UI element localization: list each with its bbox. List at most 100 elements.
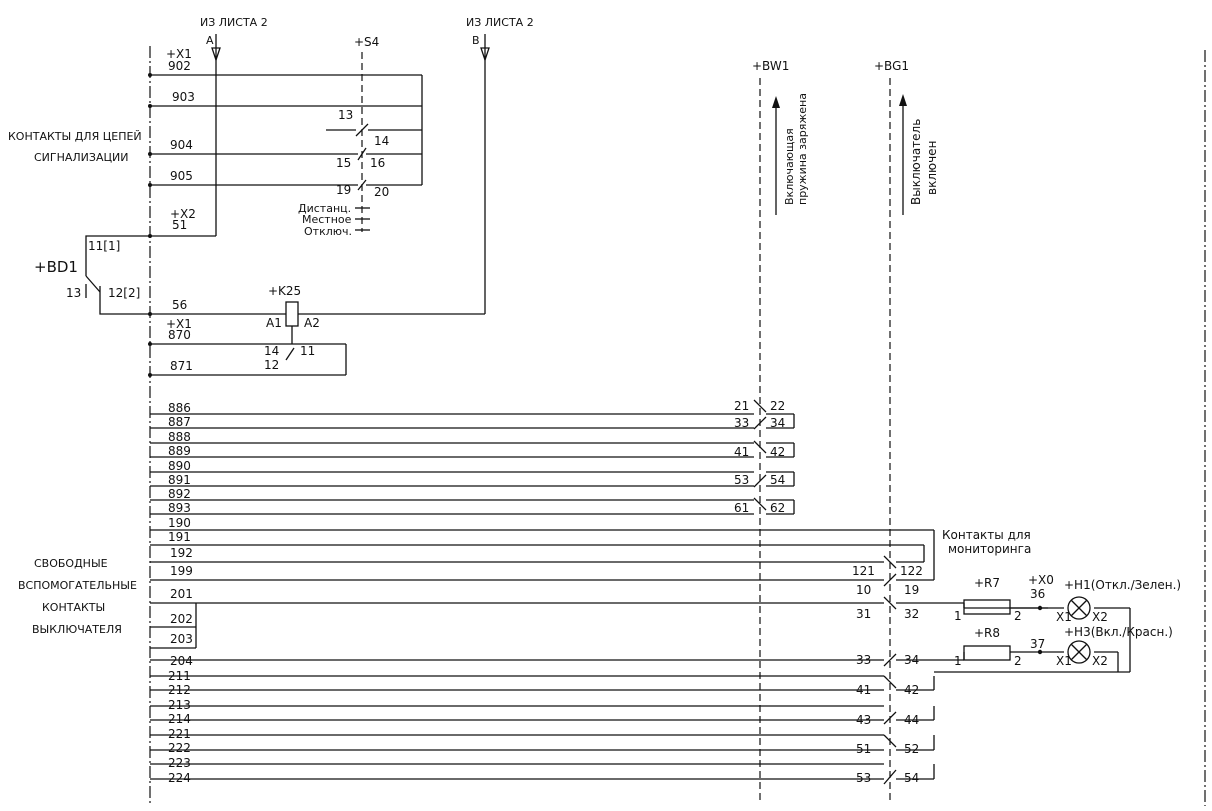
r8-pin-2: 2	[1014, 654, 1022, 668]
bd1-pin-12: 12[2]	[108, 286, 140, 300]
bw1-label: +BW1	[752, 59, 789, 73]
wire-888: 888	[168, 430, 191, 444]
bw1-wiring	[150, 399, 795, 515]
wire-202: 202	[170, 612, 193, 626]
bg1-contact-42: 42	[904, 683, 919, 697]
bg1-contact-51: 51	[856, 742, 871, 756]
wire-893: 893	[168, 501, 191, 515]
wire-890: 890	[168, 459, 191, 473]
s4-contact-19: 19	[336, 183, 351, 197]
bw1-contact-34: 34	[770, 416, 785, 430]
wire-212: 212	[168, 683, 191, 697]
bw1-state-line-1: Включающая	[783, 128, 796, 205]
bw1-contact-62: 62	[770, 501, 785, 515]
free-label-1: СВОБОДНЫЕ	[34, 557, 108, 570]
k25-contact-11: 11	[300, 344, 315, 358]
wire-891: 891	[168, 473, 191, 487]
lamp-circuit-wiring	[934, 599, 1131, 673]
terminal-dot	[148, 104, 152, 108]
bg1-label: +BG1	[874, 59, 909, 73]
lamp-h1-icon	[1067, 596, 1091, 620]
bw1-contact-22: 22	[770, 399, 785, 413]
mode-remote: Дистанц.	[298, 202, 351, 215]
arrow-b-label: B	[472, 34, 480, 47]
free-label-4: ВЫКЛЮЧАТЕЛЯ	[32, 623, 122, 636]
wire-191: 191	[168, 530, 191, 544]
bw1-state-line-2: пружина заряжена	[796, 93, 809, 205]
signal-label-2: СИГНАЛИЗАЦИИ	[34, 151, 129, 164]
bg1-contact-53: 53	[856, 771, 871, 785]
wire-190: 190	[168, 516, 191, 530]
bw1-contact-21: 21	[734, 399, 749, 413]
r7-pin-2: 2	[1014, 609, 1022, 623]
signal-wiring	[150, 74, 423, 237]
bg1-contact-121: 121	[852, 564, 875, 578]
bw1-contact-53: 53	[734, 473, 749, 487]
terminal-dot	[148, 152, 152, 156]
arrow-a-label: A	[206, 34, 214, 47]
bw1-contact-33: 33	[734, 416, 749, 430]
bg1-contact-10: 10	[856, 583, 871, 597]
wire-192: 192	[170, 546, 193, 560]
bd1-pin-11: 11[1]	[88, 239, 120, 253]
s4-label: +S4	[354, 35, 379, 49]
bg1-contact-54: 54	[904, 771, 919, 785]
bg1-contact-122: 122	[900, 564, 923, 578]
bg1-wiring	[150, 596, 964, 785]
lamp-h3-icon	[1067, 640, 1091, 664]
terminal-37: 37	[1030, 637, 1045, 651]
x0-label: +X0	[1028, 573, 1054, 587]
bg1-state-arrow-icon	[899, 94, 907, 215]
terminal-dot	[148, 183, 152, 187]
wire-214: 214	[168, 712, 191, 726]
free-label-2: ВСПОМОГАТЕЛЬНЫЕ	[18, 579, 137, 592]
bg1-state-line-2: включен	[925, 141, 939, 195]
monitoring-label-1: Контакты для	[942, 528, 1031, 542]
k25-label: +K25	[268, 284, 301, 298]
wire-204: 204	[170, 654, 193, 668]
bw1-state-arrow-icon	[772, 96, 780, 215]
s4-contact-15: 15	[336, 156, 351, 170]
arrow-a-icon	[211, 34, 221, 236]
wire-889: 889	[168, 444, 191, 458]
terminal-36: 36	[1030, 587, 1045, 601]
wire-902: 902	[168, 59, 191, 73]
bw1-contact-41: 41	[734, 445, 749, 459]
bd1-contact-icon	[85, 235, 150, 315]
s4-contact-14: 14	[374, 134, 389, 148]
bd1-label: +BD1	[34, 258, 78, 276]
wire-871: 871	[170, 359, 193, 373]
bg1-contact-43: 43	[856, 713, 871, 727]
wire-887: 887	[168, 415, 191, 429]
wire-199: 199	[170, 564, 193, 578]
h3-label: +H3(Вкл./Красн.)	[1064, 625, 1173, 639]
terminal-dot	[148, 373, 152, 377]
bg1-contact-34: 34	[904, 653, 919, 667]
wire-905: 905	[170, 169, 193, 183]
s4-contact-20: 20	[374, 185, 389, 199]
wire-223: 223	[168, 756, 191, 770]
k25-contact-12: 12	[264, 358, 279, 372]
terminal-dot	[148, 312, 152, 316]
h1-pin-x2: X2	[1092, 610, 1108, 624]
signal-label-1: КОНТАКТЫ ДЛЯ ЦЕПЕЙ	[8, 130, 142, 143]
wire-892: 892	[168, 487, 191, 501]
k25-contact-icon	[150, 326, 347, 376]
wire-886: 886	[168, 401, 191, 415]
bg1-contact-52: 52	[904, 742, 919, 756]
bd1-pin-13: 13	[66, 286, 81, 300]
wire-224: 224	[168, 771, 191, 785]
wire-221: 221	[168, 727, 191, 741]
wire-203: 203	[170, 632, 193, 646]
r8-pin-1: 1	[954, 654, 962, 668]
monitoring-label-2: мониторинга	[948, 542, 1031, 556]
bg1-state-line-1: Выключатель	[909, 119, 923, 205]
bw1-contact-54: 54	[770, 473, 785, 487]
monitoring-wiring	[150, 529, 935, 587]
wire-870: 870	[168, 328, 191, 342]
r7-label: +R7	[974, 576, 1000, 590]
bg1-contact-44: 44	[904, 713, 919, 727]
s4-contact-13: 13	[338, 108, 353, 122]
r8-label: +R8	[974, 626, 1000, 640]
